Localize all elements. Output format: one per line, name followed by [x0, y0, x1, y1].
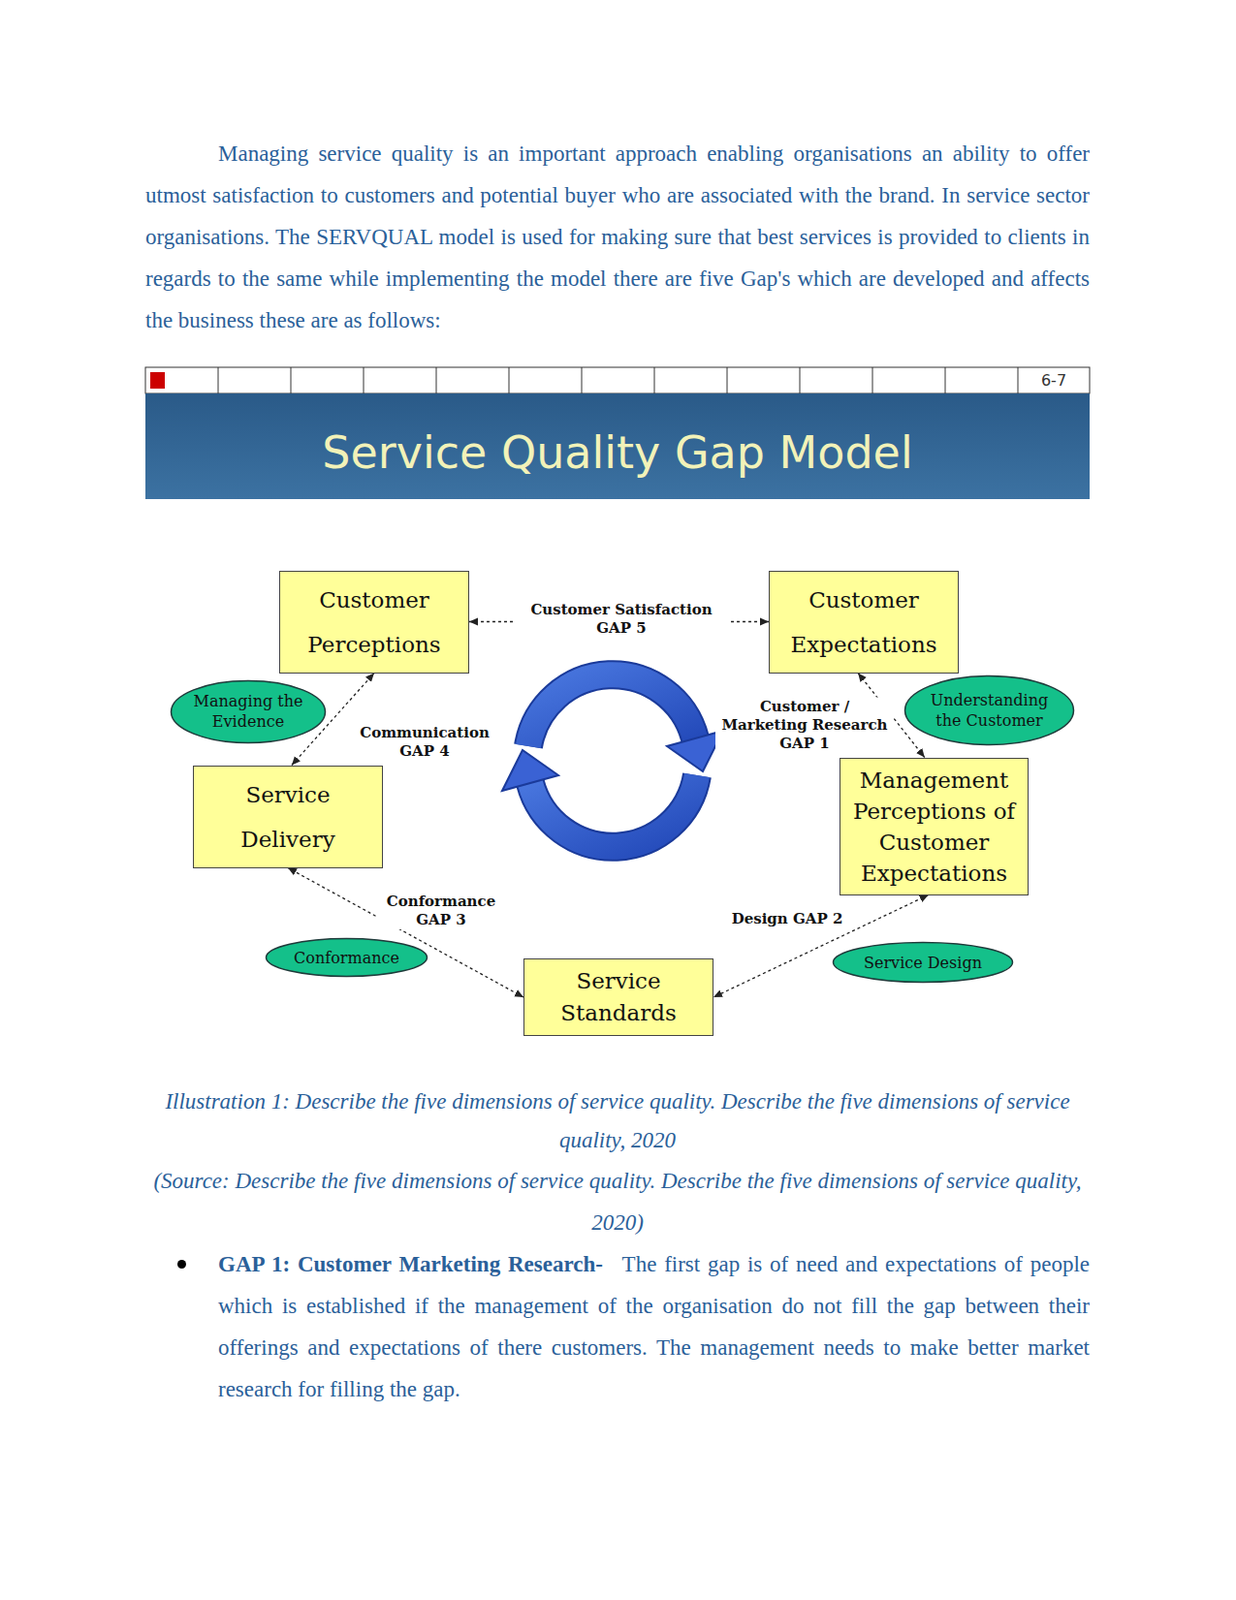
gap-label: Conformance GAP 3 [376, 892, 507, 930]
gap-connector [287, 868, 524, 999]
stage-box: Service Standards [523, 958, 714, 1037]
gap-label: Design GAP 2 [728, 910, 847, 929]
slide-title: Service Quality Gap Model [145, 426, 1090, 479]
node-label: Management Perceptions of Customer Expec… [846, 764, 1022, 889]
gap-label: Communication GAP 4 [351, 724, 499, 761]
gap-label: Customer Satisfaction GAP 5 [514, 601, 729, 638]
ellipse-outline [169, 679, 327, 745]
ellipse-outline [903, 674, 1076, 747]
gap-label: Customer / Marketing Research GAP 1 [715, 697, 894, 754]
node-label: Managing the Evidence [185, 691, 312, 732]
node-label: Understanding the Customer [920, 690, 1059, 731]
body-paragraph: Managing service quality is an important… [145, 132, 1090, 342]
text-flow: Illustration 1: Describe the five dimens… [145, 1082, 1090, 1411]
node-label: Customer Expectations [775, 577, 952, 667]
bullet-dot [177, 1260, 187, 1269]
figure-caption: Illustration 1: Describe the five dimens… [145, 1082, 1090, 1161]
action-ellipse: Understanding the Customer [903, 674, 1076, 747]
source-note: (Source: Describe the five dimensions of… [145, 1160, 1090, 1244]
stage-box: Customer Perceptions [279, 570, 470, 674]
node-label: Customer Perceptions [285, 577, 463, 667]
node-label: Service Delivery [199, 772, 377, 862]
node-label: Service Standards [530, 965, 707, 1030]
stage-box: Customer Expectations [768, 570, 959, 674]
action-ellipse: Service Design [831, 941, 1015, 984]
cycle-arrows [502, 674, 724, 848]
bullet-item: GAP 1: Customer Marketing Research- The … [218, 1243, 1090, 1411]
action-ellipse: Conformance [264, 937, 429, 979]
node-label: Conformance [281, 948, 412, 969]
stage-box: Service Delivery [192, 765, 383, 869]
slide-number: 6-7 [1017, 369, 1090, 393]
action-ellipse: Managing the Evidence [169, 679, 327, 745]
bullet-heading: GAP 1: Customer Marketing Research- [218, 1252, 603, 1277]
node-label: Service Design [850, 952, 996, 974]
stage-box: Management Perceptions of Customer Expec… [839, 758, 1029, 896]
